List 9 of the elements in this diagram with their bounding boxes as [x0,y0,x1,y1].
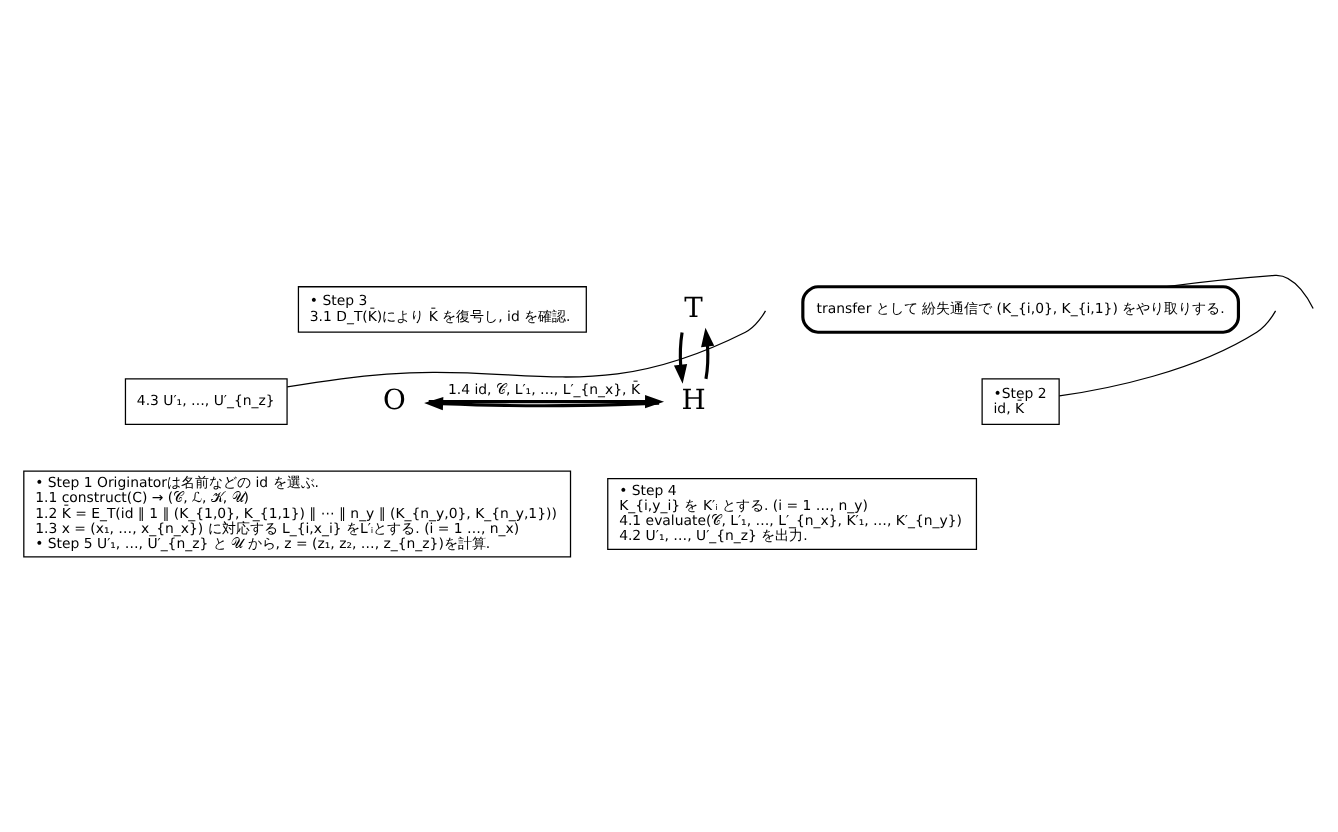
arrow [673,332,688,384]
node-text: H [681,384,706,417]
connector [286,310,767,388]
arrow [424,397,660,411]
arrow [701,327,715,380]
connector [1164,274,1314,310]
node-text: O [383,384,406,417]
connector [1058,310,1277,397]
node-text: T [684,292,703,325]
